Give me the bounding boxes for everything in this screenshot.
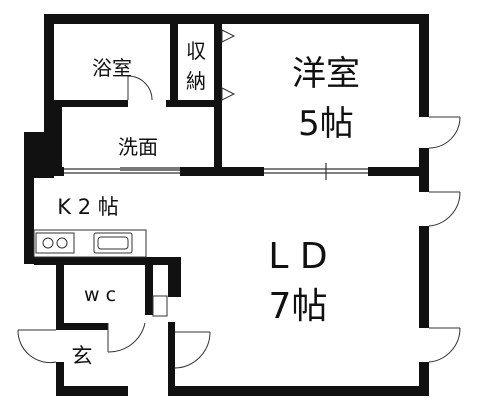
western-room-size: 5帖 (298, 104, 354, 144)
wall-left-k (24, 178, 34, 264)
ld-label: L D (268, 236, 327, 277)
wall-right-top (419, 14, 429, 117)
kitchen-counter (33, 229, 147, 258)
storage-label-1: 収 (186, 39, 206, 63)
storage-doors (221, 29, 236, 101)
wall-right-bottom (419, 362, 429, 396)
wall-left-entrance (56, 362, 64, 396)
wall-mid-center (180, 167, 264, 176)
outer-walls (24, 14, 429, 396)
wall-entrance-right (168, 322, 175, 386)
wall-top (44, 14, 429, 24)
wall-mid-right (368, 167, 424, 176)
wall-kitchen-bottom (34, 257, 181, 265)
wall-left-lower (56, 264, 64, 330)
wall-storage-right (214, 24, 222, 167)
kitchen-label: K 2 帖 (57, 195, 118, 219)
wall-right-mid2 (419, 226, 429, 328)
toilet-label: w c (84, 284, 116, 306)
washroom-door (120, 167, 180, 171)
wall-left-upper-block (24, 132, 54, 178)
wall-toilet-bottom (64, 323, 108, 330)
wall-mid-left (54, 167, 64, 176)
stove-icon (35, 232, 75, 254)
wall-bottom-left (56, 386, 128, 396)
storage-label-2: 納 (186, 69, 206, 93)
wall-bath-bottom-right (166, 100, 222, 107)
ld-size: 7帖 (269, 286, 328, 327)
wall-bottom (168, 386, 429, 396)
wall-bath-bottom (54, 100, 128, 107)
wall-washroom-left (54, 107, 62, 167)
bath-label: 浴室 (92, 56, 132, 80)
door-swing-icon (17, 75, 461, 369)
entrance-label: 玄 (72, 344, 93, 368)
wall-bath-right (170, 24, 178, 100)
sink-icon (93, 232, 133, 254)
room-labels: 浴室 収 納 洋室 5帖 洗面 K 2 帖 w c L D 7帖 玄 (57, 39, 360, 368)
wall-toilet-right (145, 265, 153, 315)
wall-left-top (44, 14, 54, 132)
western-room-label: 洋室 (292, 54, 360, 94)
wall-toilet-right-pillar (168, 257, 181, 297)
washroom-label: 洗面 (118, 135, 158, 159)
interior-walls (34, 24, 424, 386)
